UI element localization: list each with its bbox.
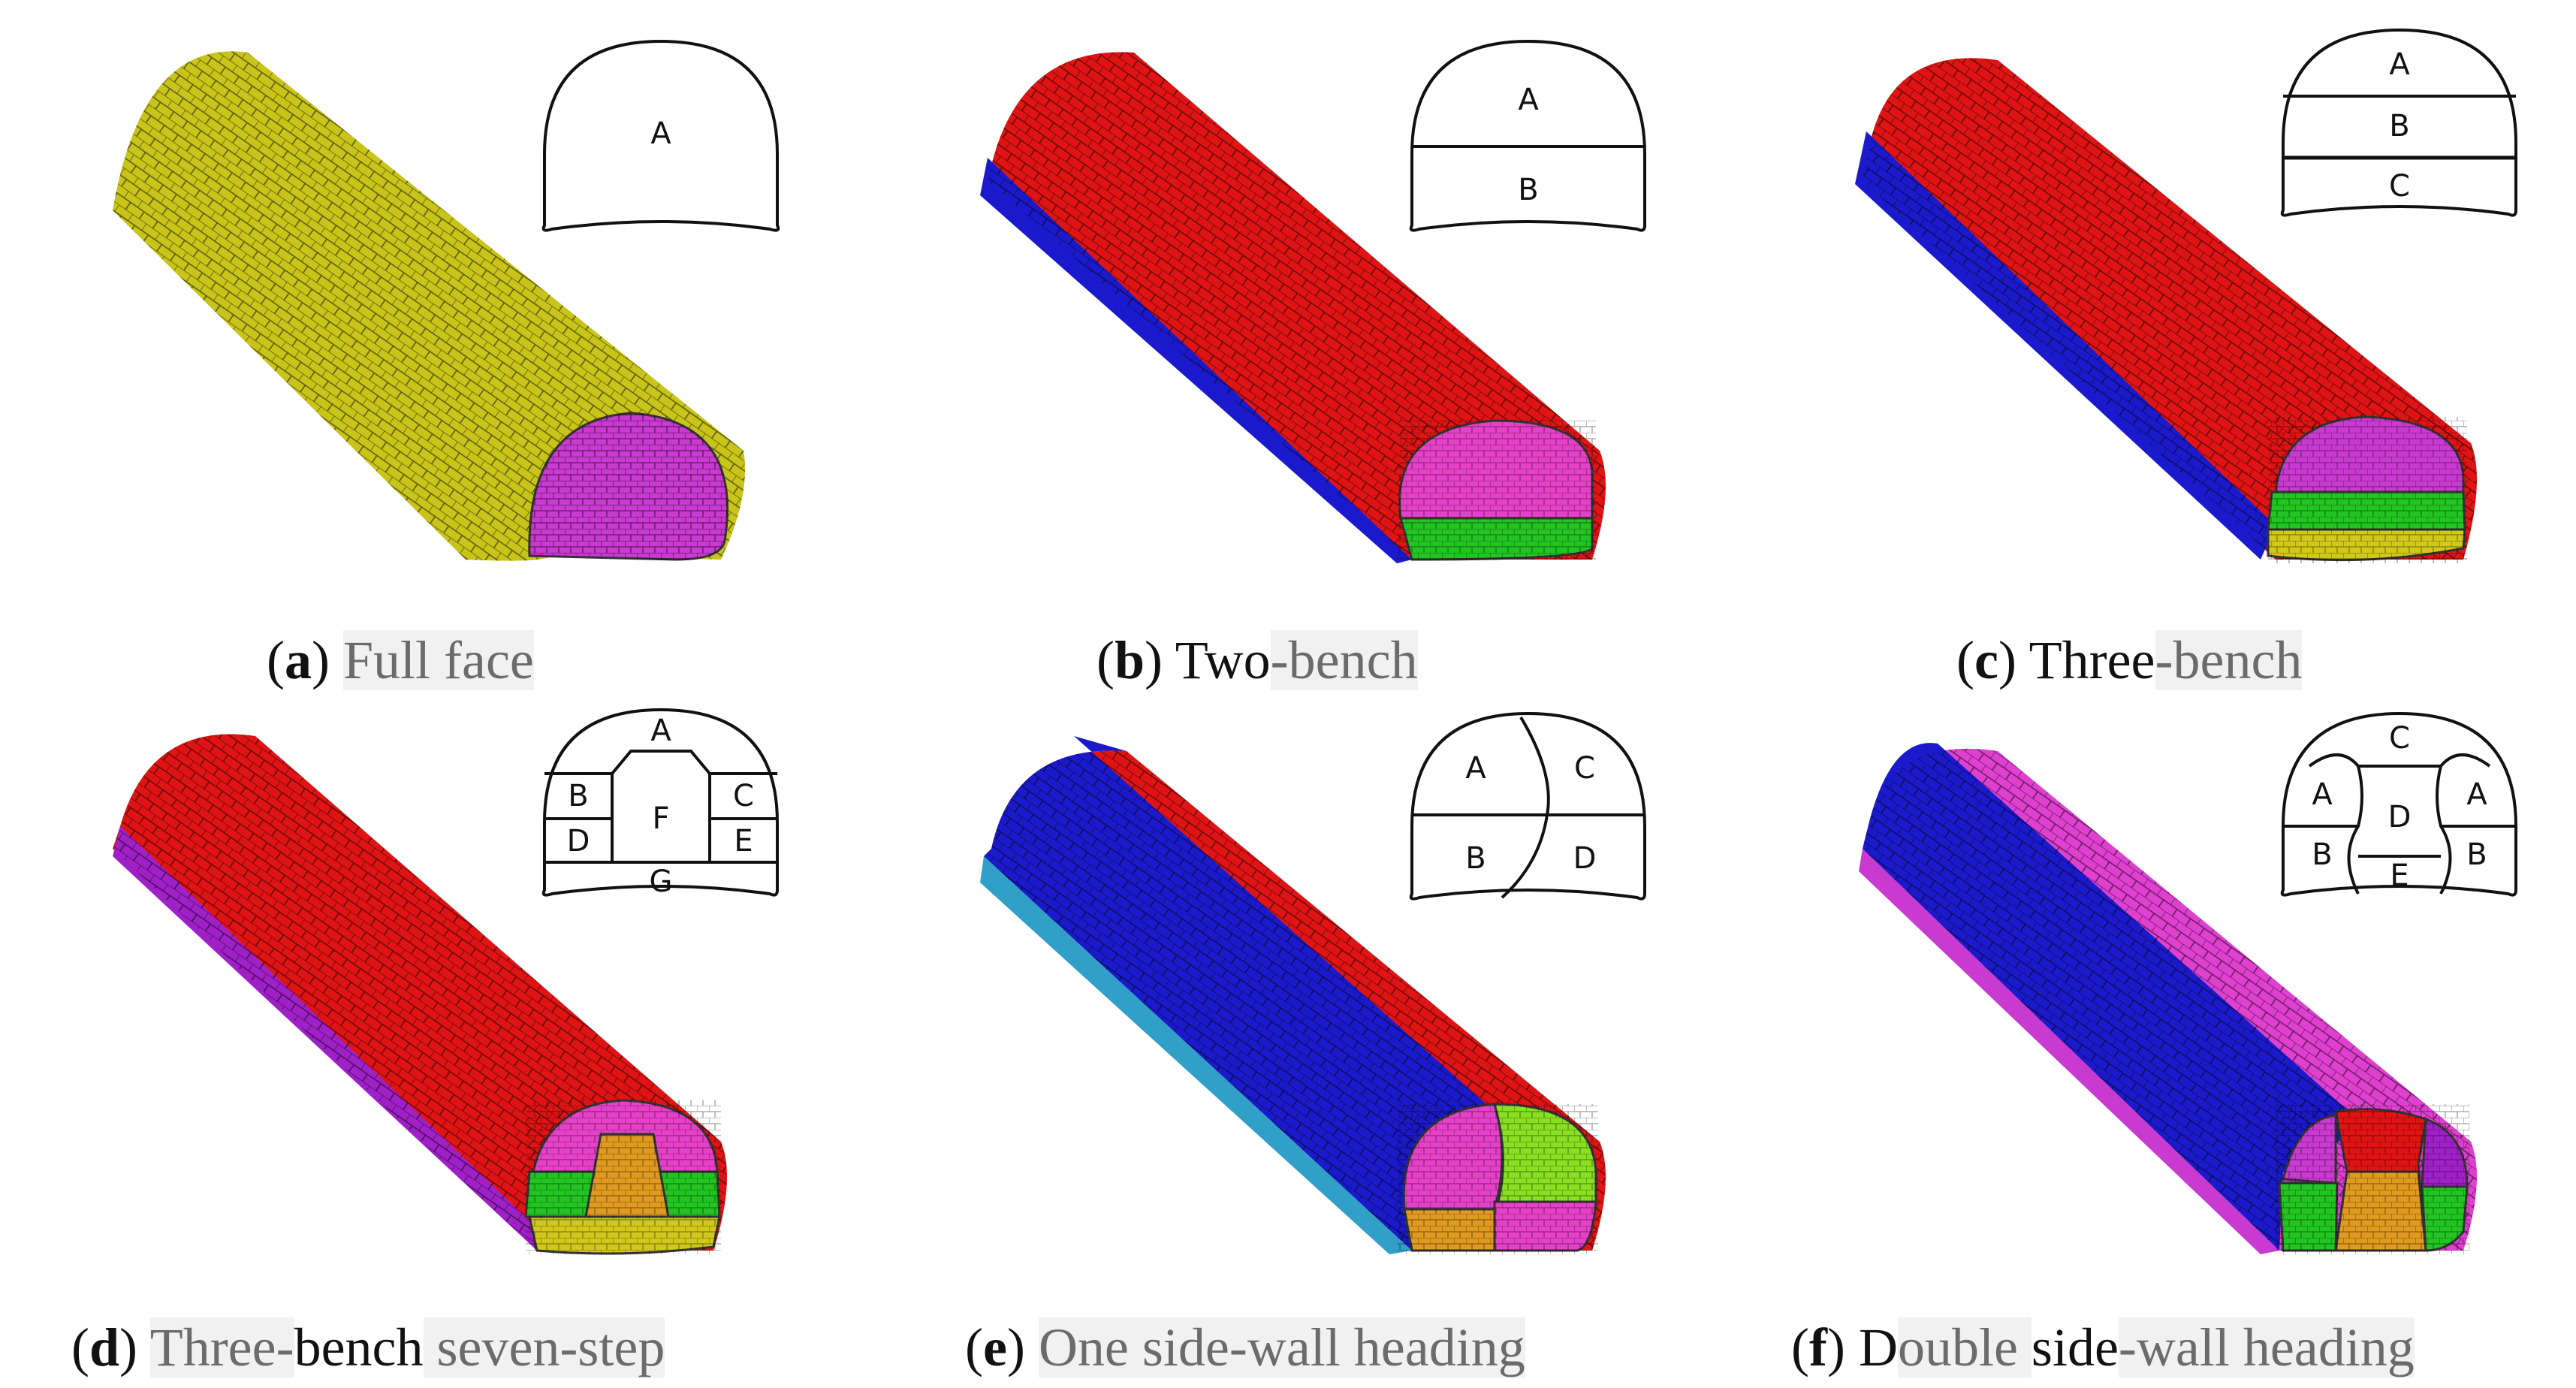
section-label: B xyxy=(2389,109,2409,143)
tunnel-model-d xyxy=(113,734,727,1255)
section-label: B xyxy=(2466,837,2487,872)
tunnel-model-a xyxy=(113,51,745,561)
section-diagram-a: A xyxy=(541,39,780,232)
caption-b: (b) Two-bench xyxy=(1096,630,1418,690)
tunnel-model-b xyxy=(980,52,1606,563)
section-label: G xyxy=(650,864,673,899)
section-label: C xyxy=(2389,721,2410,756)
caption-d: (d) Three-bench seven-step xyxy=(71,1317,665,1377)
section-label: A xyxy=(1465,751,1486,786)
section-label: D xyxy=(2388,800,2412,834)
section-label: C xyxy=(2389,169,2410,204)
caption-e: (e) One side-wall heading xyxy=(965,1317,1525,1377)
section-diagram-e: A C B D xyxy=(1409,711,1646,901)
section-diagram-d: A B C D E F G xyxy=(541,708,779,899)
tunnel-model-f xyxy=(1859,743,2477,1254)
section-label: B xyxy=(568,779,588,813)
section-label: E xyxy=(734,824,753,858)
section-label: A xyxy=(650,714,671,748)
section-label: D xyxy=(1573,841,1597,876)
section-label: A xyxy=(2466,777,2487,812)
section-diagram-f: C A D A B E B xyxy=(2280,711,2517,897)
section-label: A xyxy=(1518,83,1539,117)
caption-c: (c) Three-bench xyxy=(1956,630,2303,690)
section-diagram-b: A B xyxy=(1409,39,1646,232)
section-label: B xyxy=(2312,837,2332,872)
section-label: F xyxy=(652,801,669,836)
section-label: B xyxy=(1518,173,1538,207)
tunnel-model-e xyxy=(980,736,1606,1254)
section-label: A xyxy=(2312,777,2333,812)
section-label: A xyxy=(2389,47,2410,82)
section-label: B xyxy=(1465,841,1486,876)
section-label: A xyxy=(650,116,671,151)
section-diagram-c: A B C xyxy=(2280,28,2517,217)
section-label: C xyxy=(1574,751,1595,786)
section-label: E xyxy=(2390,858,2409,893)
caption-f: (f) Double side-wall heading xyxy=(1791,1317,2415,1377)
caption-a: (a) Full face xyxy=(267,630,534,690)
tunnel-model-c xyxy=(1855,58,2477,563)
tunnel-lower-e xyxy=(980,856,1412,1254)
section-label: D xyxy=(567,824,590,858)
section-label: C xyxy=(733,779,754,813)
